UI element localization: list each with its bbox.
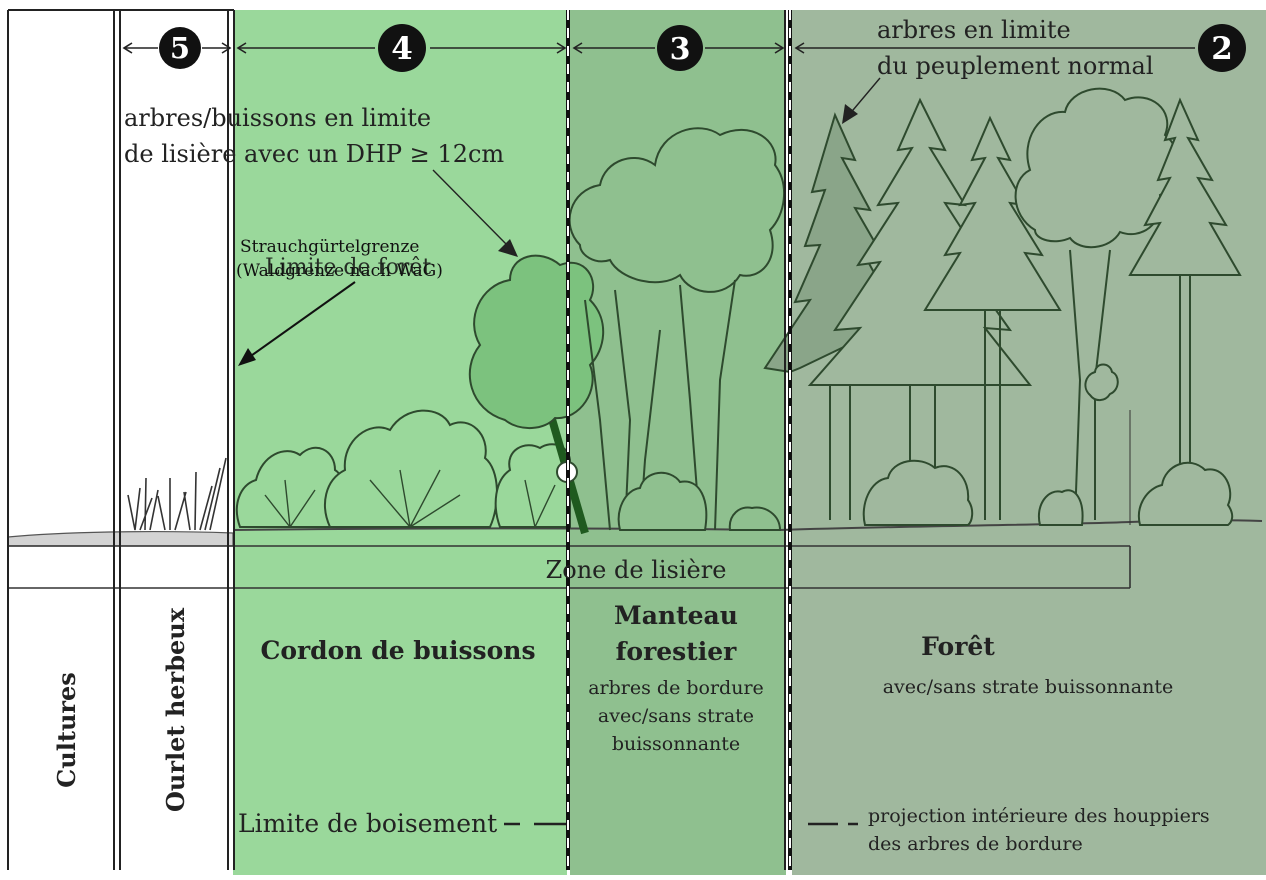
foret-shrubs — [862, 459, 1234, 526]
foret-trees — [763, 87, 1242, 521]
manteau-shrubs — [617, 472, 782, 531]
projection-line1: projection intérieure des houppiers — [868, 805, 1210, 827]
arbres-limite-line2: du peuplement normal — [877, 52, 1154, 80]
column-borders — [7, 9, 786, 870]
zone-number-4: 4 — [378, 24, 426, 72]
arrow-strauch — [238, 281, 356, 366]
foret-sub-label: avec/sans strate buissonnante — [883, 676, 1174, 698]
cordon-label: Cordon de buissons — [260, 636, 535, 665]
buissons-limite-line2: de lisière avec un DHP ≥ 12cm — [124, 140, 504, 168]
svg-text:5: 5 — [170, 31, 190, 65]
arbres-limite-line1: arbres en limite — [877, 16, 1071, 44]
limite-foret-label: Limite de forêt — [265, 255, 431, 280]
zone-number-3: 3 — [657, 25, 703, 71]
strauch-label-line2: (Waldgrenze nach WaG) — [236, 261, 443, 281]
manteau-trees — [568, 127, 786, 531]
manteau-sub-line1: arbres de bordure — [588, 677, 764, 699]
dashed-boundaries — [566, 10, 792, 870]
limite-boisement-label: Limite de boisement — [238, 809, 497, 838]
manteau-label-line1: Manteau — [614, 601, 738, 630]
foret-label: Forêt — [921, 632, 995, 661]
strauch-label-line1: Strauchgürtelgrenze — [240, 237, 419, 257]
arrow-buissons-limite — [432, 169, 518, 257]
ourlet-label: Ourlet herbeux — [161, 607, 190, 812]
grass-tufts — [127, 457, 227, 531]
projection-line2: des arbres de bordure — [868, 833, 1083, 855]
svg-text:4: 4 — [391, 31, 413, 67]
width-arrows — [122, 42, 1195, 54]
svg-text:3: 3 — [670, 32, 691, 67]
zone-number-2: 2 — [1198, 24, 1246, 72]
cultures-label: Cultures — [52, 672, 81, 788]
zone-number-5: 5 — [159, 27, 201, 69]
manteau-label-line2: forestier — [616, 637, 738, 666]
manteau-sub-line3: buissonnante — [612, 733, 740, 755]
svg-text:2: 2 — [1211, 31, 1233, 67]
buissons-limite-line1: arbres/buissons en limite — [124, 104, 431, 132]
shrub-group-cordon — [235, 409, 571, 528]
arrow-arbres-limite — [842, 77, 881, 124]
shrub-branches — [264, 469, 556, 528]
zone-lisiere-label: Zone de lisière — [546, 556, 727, 584]
manteau-sub-line2: avec/sans strate — [598, 705, 754, 727]
